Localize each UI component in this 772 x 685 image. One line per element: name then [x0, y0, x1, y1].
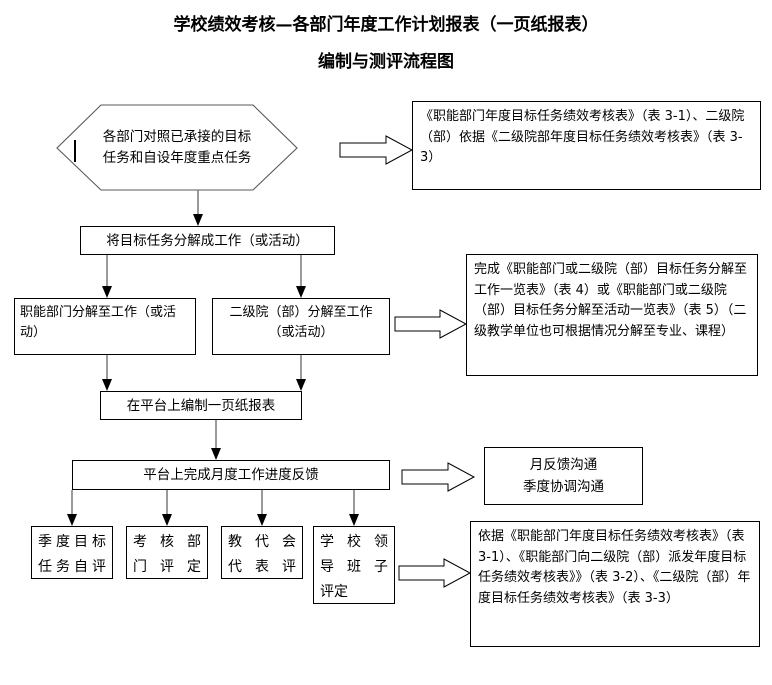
node-monthly-progress-feedback-label: 平台上完成月度工作进度反馈 [143, 467, 319, 483]
node-decompose-targets-label: 将目标任务分解成工作（或活动） [106, 232, 309, 249]
node-staff-congress-representative-rating-label: 教代会 代表评 [222, 527, 302, 580]
hexagon-node-compare-targets[interactable]: 各部门对照已承接的目标 任务和自设年度重点任务 [57, 105, 297, 190]
note-line-1: 月反馈沟通 [529, 457, 598, 473]
eval-line: 任务自评 [38, 559, 106, 575]
note-box-communication-cadence[interactable]: 月反馈沟通 季度协调沟通 [484, 447, 643, 505]
block-arrow-to-note4 [398, 558, 472, 588]
eval-line: 教代会 [228, 534, 296, 550]
note-box-annual-target-assessment-forms[interactable]: 《职能部门年度目标任务绩效考核表》（表 3-1）、二级院（部）依据《二级院部年度… [412, 101, 761, 190]
note-box-task-decomposition-forms[interactable]: 完成《职能部门或二级院（部）目标任务分解至工作一览表》（表 4）或《职能部门或二… [466, 254, 758, 376]
node-compile-one-page-report-label: 在平台上编制一页纸报表 [126, 397, 276, 414]
arrowhead [102, 286, 112, 298]
node-department-decompose-label: 职能部门分解至工作（或活动） [20, 305, 177, 340]
page-title-line-1: 学校绩效考核—各部门年度工作计划报表（一页纸报表） [173, 15, 599, 35]
node-staff-congress-representative-rating[interactable]: 教代会 代表评 [221, 526, 303, 579]
arrowhead [102, 379, 112, 391]
arrowhead [296, 379, 306, 391]
node-college-decompose-label: 二级院（部）分解至工作（或活动） [229, 305, 373, 340]
node-quarterly-self-evaluation[interactable]: 季度目标 任务自评 [31, 526, 113, 579]
eval-line: 季度目标 [38, 534, 106, 550]
note-box-assessment-basis-forms-text: 依据《职能部门年度目标任务绩效考核表》（表 3-1）、《职能部门向二级院（部）派… [478, 529, 751, 606]
node-school-leadership-rating[interactable]: 学校领 导班子 评定 [313, 526, 395, 604]
hexagon-text-line-2: 任务和自设年度重点任务 [102, 149, 252, 166]
arrowhead [257, 514, 267, 526]
arrowhead [162, 514, 172, 526]
eval-line: 学校领 [320, 534, 388, 550]
node-department-decompose[interactable]: 职能部门分解至工作（或活动） [14, 298, 196, 355]
arrowhead [67, 514, 77, 526]
arrowhead [211, 448, 221, 460]
eval-line: 代表评 [228, 559, 296, 575]
node-college-decompose[interactable]: 二级院（部）分解至工作（或活动） [212, 298, 390, 355]
block-arrow-to-note2 [394, 309, 468, 339]
note-box-assessment-basis-forms[interactable]: 依据《职能部门年度目标任务绩效考核表》（表 3-1）、《职能部门向二级院（部）派… [470, 521, 760, 647]
node-quarterly-self-evaluation-label: 季度目标 任务自评 [32, 527, 112, 580]
block-arrow-to-note1 [339, 135, 414, 165]
node-compile-one-page-report[interactable]: 在平台上编制一页纸报表 [100, 391, 302, 420]
note-line-2: 季度协调沟通 [523, 479, 604, 495]
page-title-line-2: 编制与测评流程图 [318, 52, 454, 72]
eval-line: 考核部 [133, 534, 201, 550]
node-school-leadership-rating-label: 学校领 导班子 评定 [314, 527, 394, 605]
eval-line: 评定 [320, 584, 348, 600]
note-box-communication-cadence-text: 月反馈沟通 季度协调沟通 [485, 454, 642, 498]
node-assessment-department-rating-label: 考核部 门评定 [127, 527, 207, 580]
hexagon-shape [56, 104, 298, 191]
node-monthly-progress-feedback[interactable]: 平台上完成月度工作进度反馈 [72, 460, 390, 490]
hexagon-text: 各部门对照已承接的目标 任务和自设年度重点任务 [57, 105, 297, 190]
arrowhead [349, 514, 359, 526]
block-arrow-to-note3 [401, 462, 476, 492]
arrowhead [193, 214, 203, 226]
eval-line: 导班子 [320, 559, 388, 575]
node-decompose-targets[interactable]: 将目标任务分解成工作（或活动） [80, 226, 335, 255]
arrowhead [296, 286, 306, 298]
node-assessment-department-rating[interactable]: 考核部 门评定 [126, 526, 208, 579]
note-box-annual-target-assessment-forms-text: 《职能部门年度目标任务绩效考核表》（表 3-1）、二级院（部）依据《二级院部年度… [420, 109, 745, 165]
note-box-task-decomposition-forms-text: 完成《职能部门或二级院（部）目标任务分解至工作一览表》（表 4）或《职能部门或二… [474, 262, 748, 339]
eval-line: 门评定 [133, 559, 201, 575]
hexagon-text-line-1: 各部门对照已承接的目标 [102, 128, 252, 145]
